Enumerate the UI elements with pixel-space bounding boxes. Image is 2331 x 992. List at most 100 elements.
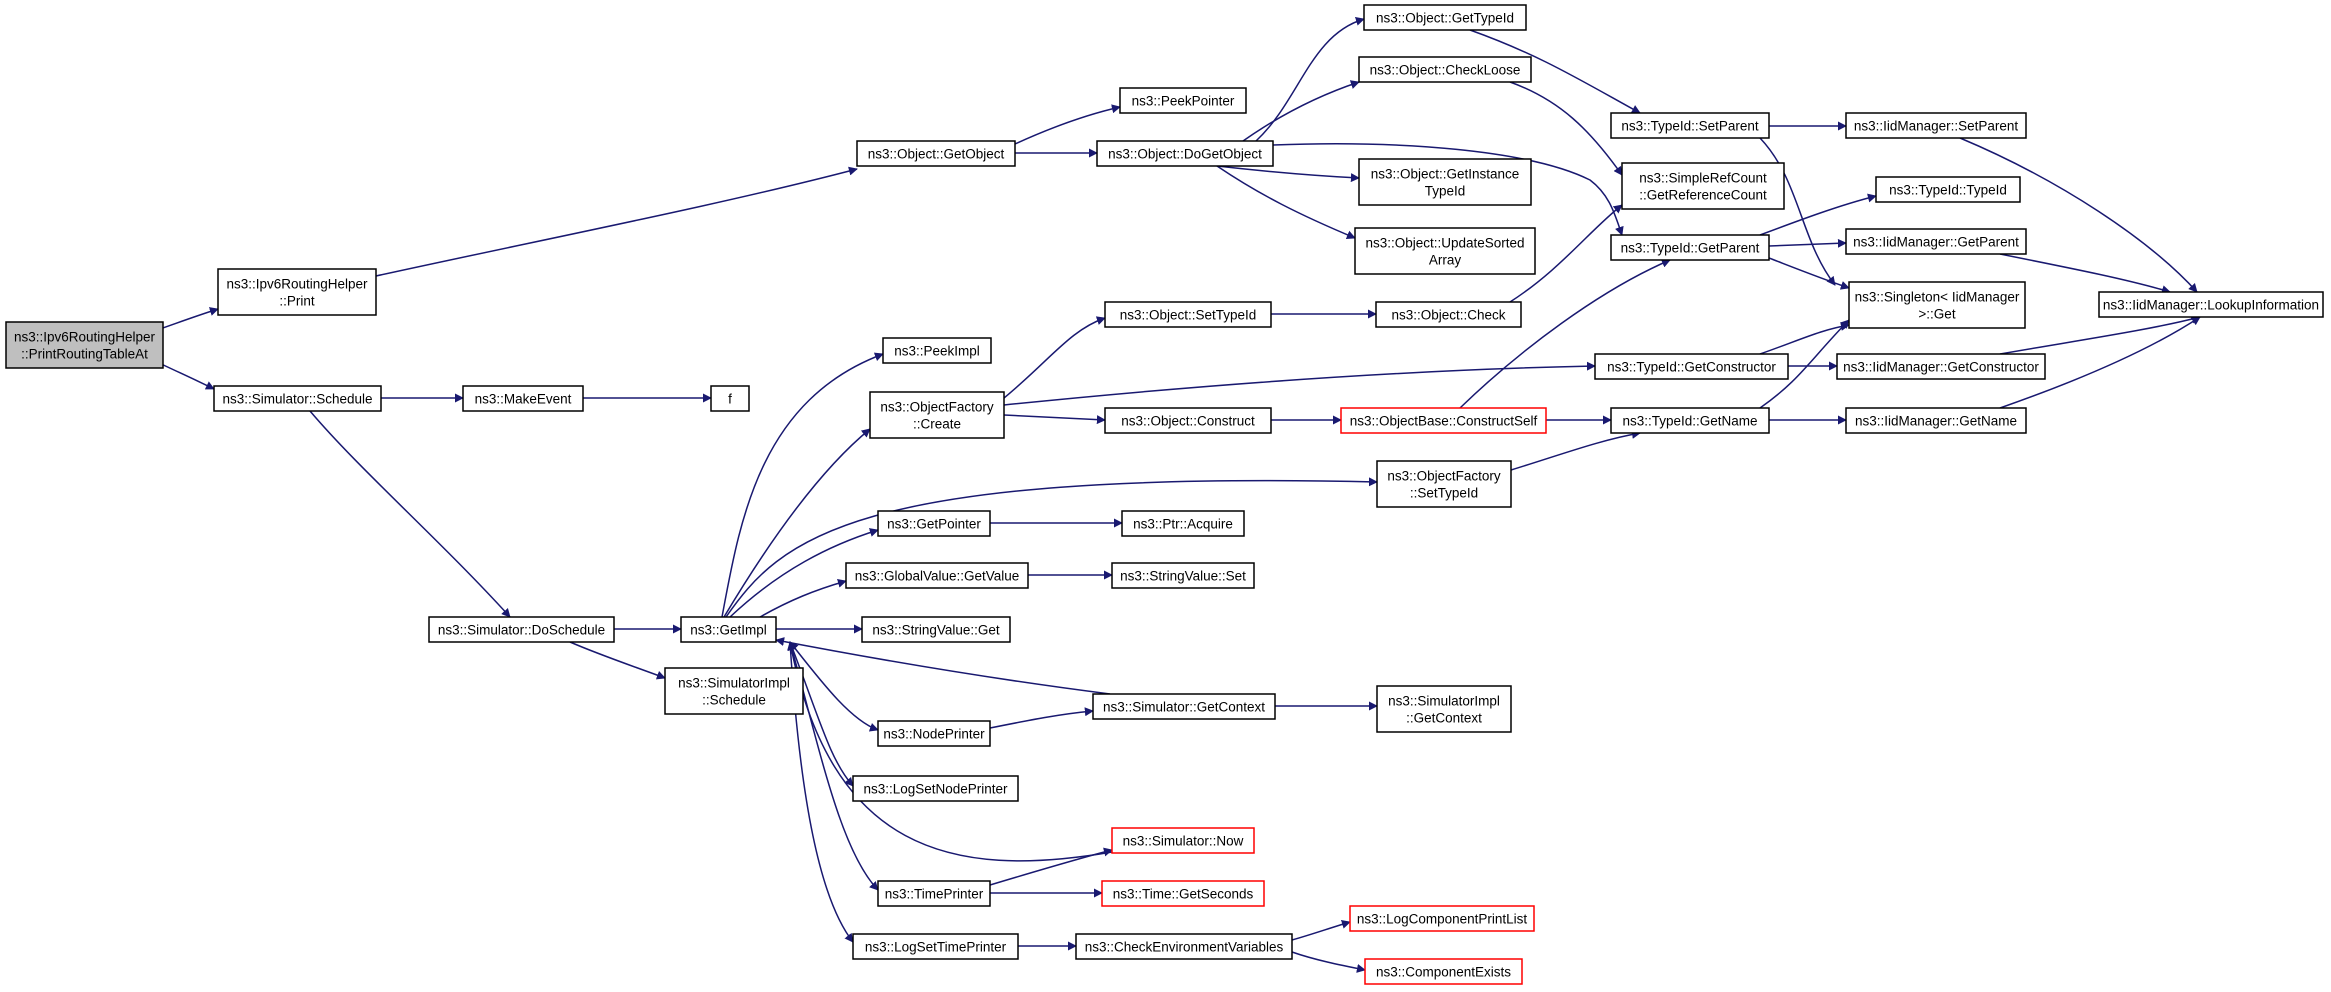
- node-simimplschedule[interactable]: ns3::SimulatorImpl::Schedule: [664, 667, 804, 715]
- edge-objfactorycreate-to-settypeid: [1003, 316, 1106, 399]
- edge-checkenv-to-logcompprint: [1291, 920, 1351, 941]
- node-iid_getname[interactable]: ns3::IidManager::GetName: [1845, 407, 2027, 434]
- node-box: [1092, 693, 1276, 720]
- node-iid_setparent[interactable]: ns3::IidManager::SetParent: [1845, 112, 2027, 139]
- node-tid_getconstructor[interactable]: ns3::TypeId::GetConstructor: [1594, 353, 1789, 380]
- node-logsetnodeprinter[interactable]: ns3::LogSetNodePrinter: [852, 775, 1019, 802]
- node-gvgetvalue[interactable]: ns3::GlobalValue::GetValue: [845, 562, 1029, 589]
- node-doschedule[interactable]: ns3::Simulator::DoSchedule: [428, 616, 615, 643]
- node-svset[interactable]: ns3::StringValue::Set: [1111, 562, 1255, 589]
- node-box: [1376, 460, 1512, 508]
- node-box: [1340, 407, 1547, 434]
- node-label: ns3::Object::Construct: [1121, 414, 1255, 429]
- node-box: [1848, 281, 2026, 329]
- node-timegetseconds[interactable]: ns3::Time::GetSeconds: [1101, 880, 1265, 907]
- node-label: ns3::LogSetTimePrinter: [865, 940, 1007, 955]
- node-label: ::Print: [279, 294, 315, 309]
- node-checkenv[interactable]: ns3::CheckEnvironmentVariables: [1075, 933, 1293, 960]
- node-logsettimeprinter[interactable]: ns3::LogSetTimePrinter: [852, 933, 1019, 960]
- node-objfactorycreate[interactable]: ns3::ObjectFactory::Create: [869, 391, 1005, 439]
- node-peekimpl[interactable]: ns3::PeekImpl: [882, 337, 992, 364]
- node-label: ns3::TypeId::GetParent: [1621, 241, 1760, 256]
- node-label: ::Create: [913, 417, 961, 432]
- edge-dogetobject-to-getinstancetypeid: [1216, 165, 1360, 183]
- node-simnow[interactable]: ns3::Simulator::Now: [1111, 827, 1255, 854]
- node-simgetcontext[interactable]: ns3::Simulator::GetContext: [1092, 693, 1276, 720]
- node-nodeprinter[interactable]: ns3::NodePrinter: [877, 720, 991, 747]
- node-lookupinfo[interactable]: ns3::IidManager::LookupInformation: [2098, 291, 2324, 318]
- node-label: ::PrintRoutingTableAt: [21, 347, 148, 362]
- node-constructself[interactable]: ns3::ObjectBase::ConstructSelf: [1340, 407, 1547, 434]
- node-root[interactable]: ns3::Ipv6RoutingHelper::PrintRoutingTabl…: [5, 321, 164, 369]
- node-label: ns3::IidManager::GetName: [1855, 414, 2017, 429]
- node-box: [1836, 353, 2046, 380]
- edge-root-to-ipv6print: [156, 307, 219, 331]
- node-box: [1121, 510, 1245, 537]
- edge-objfactorycreate-to-objconstruct: [1003, 414, 1106, 425]
- node-box: [1875, 176, 2021, 203]
- node-logcompprint[interactable]: ns3::LogComponentPrintList: [1349, 905, 1535, 932]
- node-checkloose[interactable]: ns3::Object::CheckLoose: [1358, 56, 1532, 83]
- node-box: [1845, 228, 2027, 255]
- node-singleton[interactable]: ns3::Singleton< IidManager >::Get: [1848, 281, 2026, 329]
- edge-objfactorysettypeid-to-tid_getname: [1510, 429, 1641, 471]
- node-objcheck[interactable]: ns3::Object::Check: [1375, 301, 1522, 328]
- node-tid_getname[interactable]: ns3::TypeId::GetName: [1610, 407, 1770, 434]
- edge-getimpl-to-objfactorycreate: [723, 428, 871, 618]
- node-label: ns3::StringValue::Set: [1120, 569, 1246, 584]
- node-tid_setparent[interactable]: ns3::TypeId::SetParent: [1610, 112, 1770, 139]
- node-tid_typeid[interactable]: ns3::TypeId::TypeId: [1875, 176, 2021, 203]
- node-simimplgetcontext[interactable]: ns3::SimulatorImpl::GetContext: [1376, 685, 1512, 733]
- edge-getimpl-to-getpointer: [729, 528, 879, 618]
- edge-tid_getconstructor-to-singleton: [1759, 321, 1850, 355]
- node-objfactorysettypeid[interactable]: ns3::ObjectFactory::SetTypeId: [1376, 460, 1512, 508]
- node-box: [1364, 958, 1523, 985]
- node-box: [877, 880, 991, 907]
- node-box: [1104, 407, 1272, 434]
- node-label: ns3::Ipv6RoutingHelper: [226, 277, 368, 292]
- edge-getimpl-to-gvgetvalue: [759, 578, 847, 618]
- node-objconstruct[interactable]: ns3::Object::Construct: [1104, 407, 1272, 434]
- node-label: ns3::ObjectFactory: [1387, 469, 1501, 484]
- node-dogetobject[interactable]: ns3::Object::DoGetObject: [1096, 140, 1274, 167]
- node-iid_getparent[interactable]: ns3::IidManager::GetParent: [1845, 228, 2027, 255]
- node-box: [217, 268, 377, 316]
- edge-dogetobject-to-gettypeid: [1255, 16, 1365, 142]
- node-getpointer[interactable]: ns3::GetPointer: [877, 510, 991, 537]
- node-srcgetref[interactable]: ns3::SimpleRefCount::GetReferenceCount: [1621, 162, 1785, 210]
- node-f[interactable]: f: [710, 385, 750, 412]
- node-peekpointer[interactable]: ns3::PeekPointer: [1119, 87, 1247, 114]
- node-label: ns3::TypeId::SetParent: [1621, 119, 1759, 134]
- edge-tid_getparent-to-singleton: [1768, 257, 1850, 290]
- node-label: ns3::StringValue::Get: [872, 623, 1000, 638]
- node-tid_getparent[interactable]: ns3::TypeId::GetParent: [1610, 234, 1770, 261]
- node-getimpl[interactable]: ns3::GetImpl: [680, 616, 777, 643]
- node-label: ns3::Object::Check: [1391, 308, 1505, 323]
- node-label: TypeId: [1425, 184, 1466, 199]
- node-box: [1354, 227, 1536, 275]
- node-svget[interactable]: ns3::StringValue::Get: [861, 616, 1011, 643]
- node-label: ns3::PeekImpl: [894, 344, 980, 359]
- node-iid_getconstructor[interactable]: ns3::IidManager::GetConstructor: [1836, 353, 2046, 380]
- edge-root-to-schedule: [156, 361, 215, 390]
- node-ipv6print[interactable]: ns3::Ipv6RoutingHelper::Print: [217, 268, 377, 316]
- node-label: ns3::Singleton< IidManager: [1855, 290, 2020, 305]
- node-compexists[interactable]: ns3::ComponentExists: [1364, 958, 1523, 985]
- node-gettypeid[interactable]: ns3::Object::GetTypeId: [1363, 4, 1527, 31]
- node-settypeid[interactable]: ns3::Object::SetTypeId: [1104, 301, 1272, 328]
- node-ptracquire[interactable]: ns3::Ptr::Acquire: [1121, 510, 1245, 537]
- node-schedule[interactable]: ns3::Simulator::Schedule: [213, 385, 382, 412]
- node-label: ns3::Simulator::GetContext: [1103, 700, 1265, 715]
- node-label: ns3::CheckEnvironmentVariables: [1085, 940, 1284, 955]
- edge-ipv6print-to-getobject: [375, 166, 858, 277]
- edge-checkloose-to-srcgetref: [1509, 81, 1623, 176]
- node-makeevent[interactable]: ns3::MakeEvent: [462, 385, 584, 412]
- edge-timeprinter-to-simnow: [989, 847, 1113, 886]
- node-label: ns3::Simulator::Now: [1123, 834, 1244, 849]
- edge-gettypeid-to-tid_setparent: [1469, 29, 1641, 114]
- node-getobject[interactable]: ns3::Object::GetObject: [856, 140, 1016, 167]
- node-box: [1610, 112, 1770, 139]
- node-timeprinter[interactable]: ns3::TimePrinter: [877, 880, 991, 907]
